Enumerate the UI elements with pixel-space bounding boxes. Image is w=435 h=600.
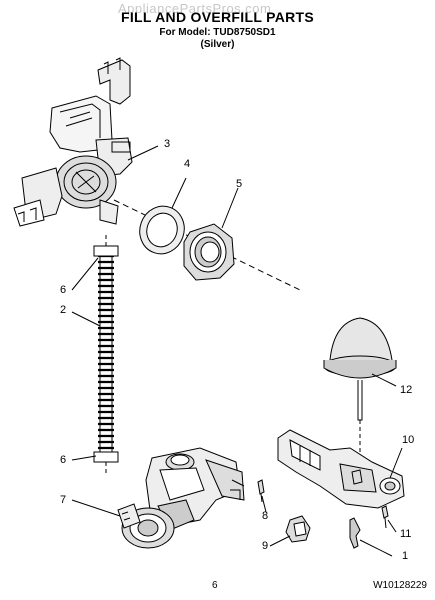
nut-part [183,223,235,281]
callout-3: 3 [164,138,171,150]
gasket-part [139,205,185,255]
water-valve-part [117,447,245,549]
leader-line-7 [71,499,121,517]
fill-funnel-part [13,57,133,227]
page-number: 6 [212,580,218,591]
float-part [323,317,397,421]
lever-part [349,517,361,549]
color-line: (Silver) [200,39,235,50]
callout-11: 11 [400,528,412,540]
callout-7: 7 [60,494,67,506]
model-line: For Model: TUD8750SD1 [159,27,276,38]
fill-hose-part [93,245,119,463]
leader-line-4 [171,177,187,209]
callout-1: 1 [402,550,409,562]
leader-line-2 [71,311,101,327]
callout-8: 8 [262,510,269,522]
callout-10: 10 [402,434,415,446]
callout-4: 4 [184,158,191,170]
overfill-bracket-part [277,429,405,509]
leader-line-10 [389,447,403,479]
callout-6-top: 6 [60,284,67,296]
screw-part-11 [381,505,389,529]
leader-line-12 [371,373,397,387]
leader-line-9 [269,535,291,547]
callout-12: 12 [400,384,413,396]
leader-line-5 [221,187,239,229]
diagram-title: FILL AND OVERFILL PARTS [120,9,315,25]
screw-part-8 [257,479,265,503]
leader-line-3 [127,145,159,161]
callout-9: 9 [262,540,269,552]
leader-line-6a [71,257,99,291]
leader-line-11 [387,519,397,533]
callout-6-bottom: 6 [60,454,67,466]
callout-5: 5 [236,178,243,190]
switch-part [285,515,311,543]
document-number: W10128229 [373,580,427,591]
callout-2: 2 [60,304,67,316]
watermark: AppliancePartsPros.com [118,1,272,16]
leader-line-1 [359,539,393,557]
leader-line-6b [71,455,97,461]
leader-line-8 [261,495,267,513]
